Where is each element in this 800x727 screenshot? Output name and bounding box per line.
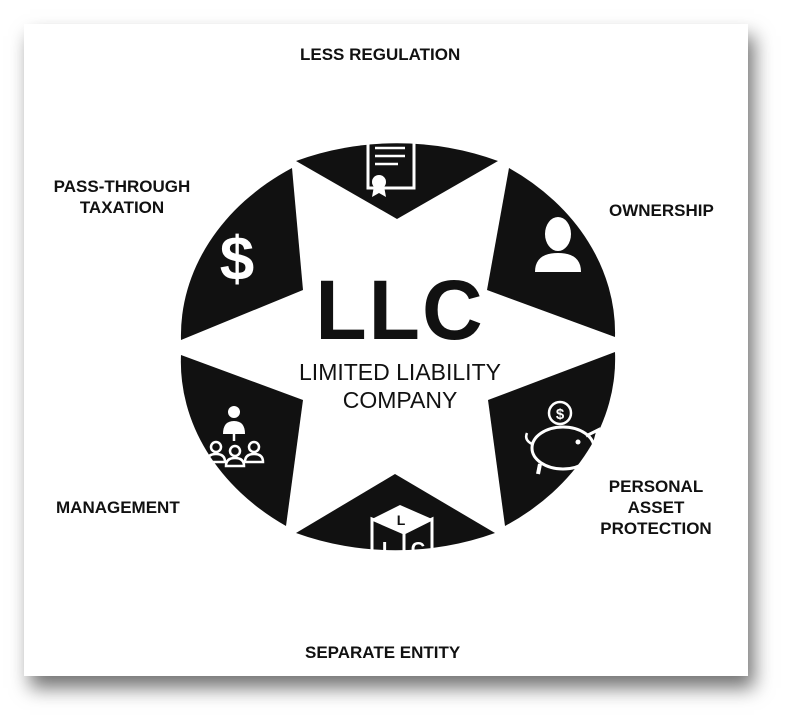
segment-management (180, 355, 303, 526)
certificate-icon (366, 121, 416, 197)
label-protection-line: PROTECTION (600, 519, 712, 538)
segment-ownership (487, 168, 616, 337)
piggy-bank-icon (524, 400, 601, 475)
piggy-coin-dollar: $ (556, 406, 565, 423)
segment-personal-asset-protection (488, 352, 616, 526)
segment-less-regulation (296, 143, 498, 219)
center-subtitle: LIMITED LIABILITY COMPANY (250, 358, 550, 414)
label-pass-through-line: PASS-THROUGH (53, 177, 191, 196)
person-icon (535, 217, 581, 272)
group-icon (205, 406, 265, 468)
cube-letter-top: L (397, 512, 406, 528)
label-personal-asset-protection: PERSONAL ASSET PROTECTION (586, 476, 726, 539)
center-subtitle-line1: LIMITED LIABILITY (299, 359, 501, 385)
label-management: MANAGEMENT (56, 498, 180, 517)
center-subtitle-line2: COMPANY (342, 387, 458, 413)
label-less-regulation: LESS REGULATION (300, 45, 461, 64)
label-ownership: OWNERSHIP (609, 201, 714, 220)
label-separate-entity: SEPARATE ENTITY (305, 643, 461, 662)
label-taxation-line: TAXATION (79, 198, 165, 217)
cube-letter-right: C (411, 539, 425, 561)
label-personal-line: PERSONAL (608, 477, 704, 496)
dollar-icon: $ (220, 225, 254, 294)
segment-pass-through-taxation (180, 168, 303, 340)
cube-letter-left: L (382, 539, 394, 561)
diagram-card (24, 24, 748, 676)
label-pass-through-taxation: PASS-THROUGH TAXATION (40, 176, 204, 218)
center-title: LLC (315, 263, 485, 357)
llc-cube-icon (370, 505, 434, 571)
label-asset-line: ASSET (627, 498, 685, 517)
